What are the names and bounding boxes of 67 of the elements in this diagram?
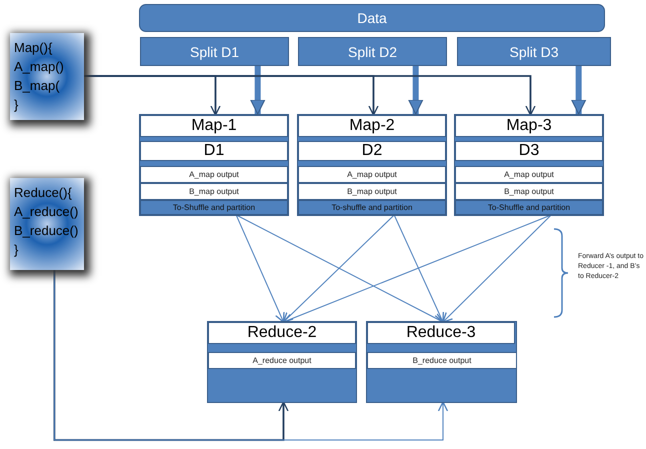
shuffle-row	[298, 200, 446, 215]
stage-panel	[298, 115, 446, 215]
output-label: A_reduce output	[252, 356, 312, 365]
title-label: Map-1	[191, 117, 237, 135]
arrow	[442, 214, 552, 323]
output-row	[140, 166, 288, 183]
shuffle-row	[140, 200, 288, 215]
split-label: Split D2	[348, 44, 398, 60]
arrow	[282, 214, 395, 323]
stage-panel	[140, 115, 288, 215]
split-label: Split D3	[509, 44, 559, 60]
block-arrow	[250, 66, 266, 114]
arrow	[54, 270, 289, 441]
output-row	[298, 183, 446, 200]
title-box	[298, 141, 446, 161]
title-box	[455, 115, 603, 137]
title-label: D3	[518, 142, 540, 160]
stage-panel	[455, 115, 603, 215]
output-row	[298, 166, 446, 183]
shuffle-label: To-Shuffle and partition	[172, 203, 256, 212]
title-box	[455, 141, 603, 161]
title-label: Map-3	[506, 117, 552, 135]
data-band	[139, 4, 605, 32]
code-text: Reduce(){ A_reduce() B_reduce() }	[14, 184, 78, 259]
code-box	[10, 33, 84, 120]
output-label: B_reduce output	[412, 356, 472, 365]
arrow	[54, 270, 448, 440]
title-box	[140, 115, 288, 137]
output-row	[455, 183, 603, 200]
output-label: A_map output	[504, 170, 554, 179]
arrow	[236, 214, 444, 323]
title-box	[140, 141, 288, 161]
output-row	[455, 166, 603, 183]
output-row	[140, 183, 288, 200]
title-label: Reduce-3	[406, 324, 476, 342]
title-box	[208, 322, 356, 344]
data-label: Data	[357, 10, 387, 26]
output-label: B_map output	[189, 187, 239, 196]
stage-panel	[367, 322, 516, 402]
arrow	[236, 214, 285, 323]
arrow	[282, 214, 552, 324]
code-text: Map(){ A_map() B_map( }	[14, 39, 64, 114]
output-label: A_map output	[189, 170, 239, 179]
output-label: A_map output	[347, 170, 397, 179]
split-box	[140, 37, 289, 66]
title-box	[367, 322, 515, 344]
title-label: D1	[204, 142, 224, 160]
title-label: D2	[362, 142, 382, 160]
output-label: B_map output	[347, 187, 397, 196]
output-row	[208, 352, 356, 369]
stage-panel	[208, 322, 356, 402]
title-label: Reduce-2	[247, 324, 317, 342]
split-box	[298, 37, 447, 66]
arrow	[84, 75, 536, 116]
shuffle-row	[455, 200, 603, 215]
block-arrow	[571, 66, 586, 114]
title-box	[298, 115, 446, 137]
title-label: Map-2	[349, 117, 395, 135]
shuffle-label: To-Shuffle and partition	[488, 203, 570, 212]
split-box	[457, 37, 611, 66]
output-label: B_map output	[504, 187, 554, 196]
shuffle-label: To-shuffle and partition	[332, 203, 412, 212]
split-label: Split D1	[190, 44, 240, 60]
block-arrow	[408, 66, 424, 114]
arrow	[394, 214, 444, 323]
output-row	[367, 352, 517, 369]
code-box	[10, 178, 84, 270]
